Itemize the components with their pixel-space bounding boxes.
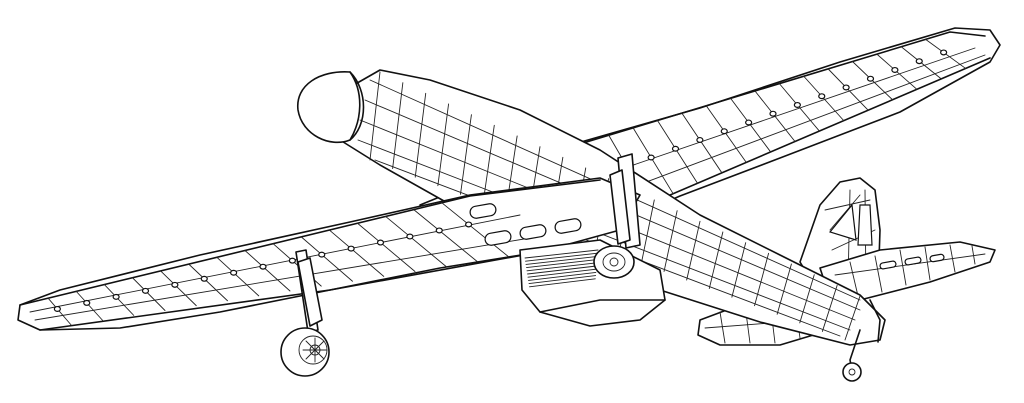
lightening-hole [891, 66, 899, 73]
left-wing-trailing-edge [39, 251, 541, 331]
fuselage-frame [460, 114, 472, 195]
right-wheel [593, 245, 635, 279]
lightening-hole [769, 110, 777, 117]
spinner-cone [297, 71, 361, 144]
fuselage-frame [731, 242, 747, 298]
fin-opening-1 [828, 203, 857, 241]
tail-post [869, 299, 881, 343]
lightening-hole [818, 93, 826, 100]
right-stabilizer-ribs [834, 244, 986, 297]
left-wing-rib [132, 277, 166, 311]
fuselage-frame [776, 263, 792, 315]
left-wing-rib [103, 284, 135, 316]
fuselage-frame [686, 220, 701, 281]
left-landing-gear [280, 249, 330, 377]
fuselage-frame [708, 231, 724, 290]
lightening-hole [83, 299, 91, 306]
left-wing-rib [413, 209, 478, 263]
right-wing-rib [705, 105, 747, 163]
center-section-cutouts [469, 203, 582, 246]
fuselage-frame [799, 274, 815, 324]
fuselage-frame [437, 103, 450, 187]
left-wing [17, 177, 641, 331]
left-wing-ribs [47, 202, 510, 326]
right-wing-rib [632, 127, 674, 195]
right-wing-rib [657, 120, 698, 184]
fuselage-frame [754, 252, 770, 307]
left-wing-rib [188, 263, 228, 302]
right-wing-leading-edge [559, 31, 986, 151]
lightening-hole [200, 275, 208, 282]
lightening-hole [230, 269, 238, 276]
left-wing-rib [47, 297, 72, 326]
left-wing-rib [385, 215, 447, 268]
radiator-lower-edge [539, 299, 666, 313]
lightening-hole [720, 128, 728, 135]
lightening-hole [347, 245, 355, 252]
lightening-hole [671, 145, 680, 152]
left-gear-door [297, 257, 323, 327]
left-wheel [280, 327, 330, 377]
lightening-hole [406, 233, 414, 240]
right-wheel-hub [602, 252, 626, 272]
left-wheel-spokes [302, 337, 328, 363]
tail-wheel-assembly [842, 329, 862, 382]
spinner [297, 71, 365, 144]
fuselage-frame [821, 284, 838, 332]
left-wing-rib [328, 229, 385, 277]
fin-opening-2 [857, 204, 873, 246]
left-wing-rib [75, 290, 103, 321]
tail-wheel-hub [848, 368, 856, 376]
right-wing-rib [730, 97, 772, 153]
lightening-hole [915, 58, 923, 65]
right-wing-rib [681, 112, 723, 174]
lightening-hole [465, 221, 473, 228]
spinner-backplate [349, 71, 365, 141]
lightening-hole [793, 101, 801, 108]
tail-wheel [842, 362, 862, 382]
lightening-hole [171, 281, 179, 288]
lightening-hole [696, 136, 704, 143]
left-wing-rib [216, 256, 260, 297]
left-wing-rib [357, 222, 416, 272]
lightening-hole [112, 293, 120, 300]
left-wing-rib [300, 236, 353, 282]
radiator-grille [524, 249, 599, 288]
left-wing-lightening-holes [53, 221, 473, 312]
lightening-hole [842, 84, 850, 91]
fuselage-frame [663, 210, 678, 272]
right-landing-gear [593, 153, 641, 279]
fuselage-frame [482, 124, 495, 204]
right-gear-door [609, 169, 631, 245]
lightening-hole [940, 49, 948, 56]
fuselage-frame [844, 295, 861, 341]
left-wing-rib [244, 250, 291, 292]
left-wing-rib [160, 270, 197, 307]
left-wing-leading-edge [19, 179, 601, 306]
lightening-hole [288, 257, 296, 264]
lightening-hole [376, 239, 385, 246]
left-wing-rib [441, 202, 510, 258]
lightening-hole [141, 287, 150, 294]
lightening-hole [866, 75, 875, 82]
fuselage-frame [640, 199, 655, 264]
lightening-hole [259, 263, 267, 270]
lightening-hole [53, 305, 61, 312]
lightening-hole [318, 251, 326, 258]
right-wheel-axle [609, 257, 619, 267]
stabilizer-slots [879, 253, 945, 270]
lightening-hole [647, 154, 655, 161]
lightening-hole [745, 119, 753, 126]
lightening-hole [435, 227, 443, 234]
